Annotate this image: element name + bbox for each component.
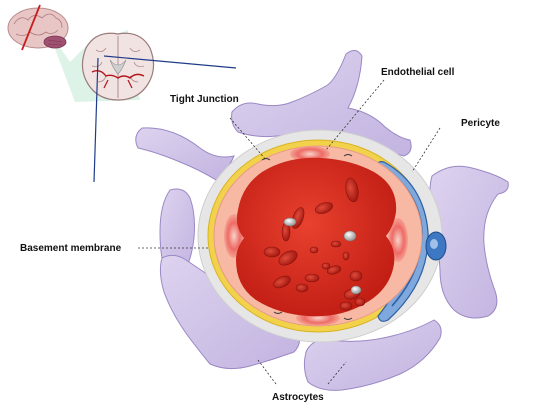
cut-plane-line bbox=[21, 4, 41, 51]
astrocyte-top-left bbox=[135, 127, 235, 181]
label-endothelial-cell: Endothelial cell bbox=[381, 67, 455, 78]
vessel-lumen bbox=[236, 157, 397, 317]
astrocytes-group bbox=[135, 50, 509, 391]
astrocyte-bottom-right bbox=[303, 319, 442, 391]
brain-inset bbox=[7, 4, 237, 183]
leader-lines bbox=[138, 79, 441, 385]
platelets bbox=[283, 217, 362, 295]
projection-line-top bbox=[103, 55, 237, 69]
brain-coronal-section-icon bbox=[81, 32, 155, 101]
label-astrocytes: Astrocytes bbox=[272, 392, 324, 403]
label-tight-junction: Tight Junction bbox=[170, 94, 239, 105]
red-blood-cells bbox=[263, 177, 366, 311]
label-pericyte: Pericyte bbox=[461, 118, 500, 129]
brain-side-view-icon bbox=[7, 4, 69, 51]
capillary-cross-section bbox=[197, 129, 447, 343]
tight-junction-marks bbox=[261, 154, 353, 320]
projection-line-left bbox=[93, 57, 99, 183]
label-basement-membrane: Basement membrane bbox=[20, 243, 122, 254]
